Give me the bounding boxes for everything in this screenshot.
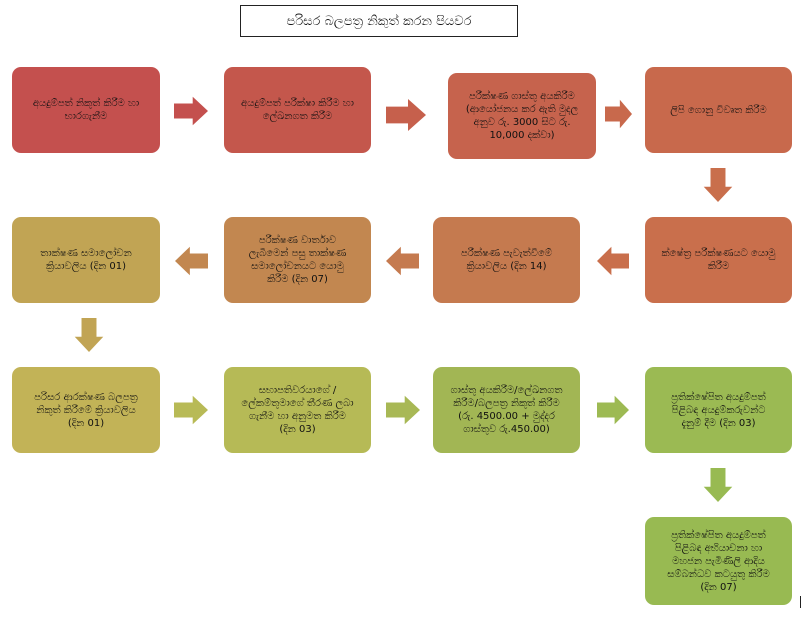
step-refer-technical-review: පරීක්ෂණ වාර්තාව ලැබීමෙන් පසු තාක්ෂණ සමාල… — [224, 217, 371, 303]
step-technical-review: තාක්ෂණ සමාලෝචන ක්‍රියාවලිය (දින 01) — [12, 217, 160, 303]
arrow-down-icon — [701, 468, 735, 502]
arrow-right-icon — [605, 97, 632, 131]
arrow-down-icon — [72, 318, 106, 352]
step-inspection-process: පරීක්ෂණ පැවැත්වීමේ ක්‍රියාවලිය (දින 14) — [433, 217, 580, 303]
arrow-right-icon — [386, 96, 426, 134]
step-chairman-decision: සභාපතිවරයාගේ / ලේකම්තුමාගේ තීරණ ලබා ගැනී… — [224, 367, 371, 453]
text-cursor — [800, 596, 801, 608]
arrow-right-icon — [174, 94, 208, 128]
step-examine-application: අයදුම්පත් පරීක්ෂා කිරීම හා ලේඛනගත කිරීම — [224, 67, 371, 153]
step-field-inspection: ක්ෂේත්‍ර පරීක්ෂණයට යොමු කිරීම — [645, 217, 792, 303]
step-issue-application: අයදුම්පත් නිකුත් කිරීම හා භාරගැනීම — [12, 67, 160, 153]
arrow-right-icon — [174, 393, 208, 427]
step-appeals-complaints: ප්‍රතික්ෂේපිත අයදුම්පත් පිළිබඳ අභියාචනා … — [645, 517, 792, 605]
arrow-left-icon — [597, 244, 629, 278]
arrow-right-icon — [386, 393, 420, 427]
step-open-file: ලිපි ගොනු විවෘත කිරීම — [645, 67, 792, 153]
step-notify-rejected: ප්‍රතික්ෂේපිත අයදුම්පත් පිළිබඳ අයදුම්කරු… — [645, 367, 792, 453]
arrow-left-icon — [175, 244, 208, 278]
step-issue-license: පරිසර ආරක්ෂණ බලපත්‍ර නිකුත් කිරීමේ ක්‍රි… — [12, 367, 160, 453]
arrow-down-icon — [701, 168, 735, 202]
arrow-right-icon — [597, 393, 629, 427]
diagram-title: පරිසර බලපත්‍ර නිකුත් කරන පියවර — [240, 5, 518, 37]
step-charge-license-fee: ගාස්තු අයකිරීම/ලේඛනගත කිරීම/බලපත්‍ර නිකු… — [433, 367, 580, 453]
arrow-left-icon — [386, 244, 419, 278]
step-charge-inspection-fee: පරීක්ෂණ ගාස්තු අයකිරීම (ආයෝජනය කර ඇති මු… — [448, 73, 596, 159]
